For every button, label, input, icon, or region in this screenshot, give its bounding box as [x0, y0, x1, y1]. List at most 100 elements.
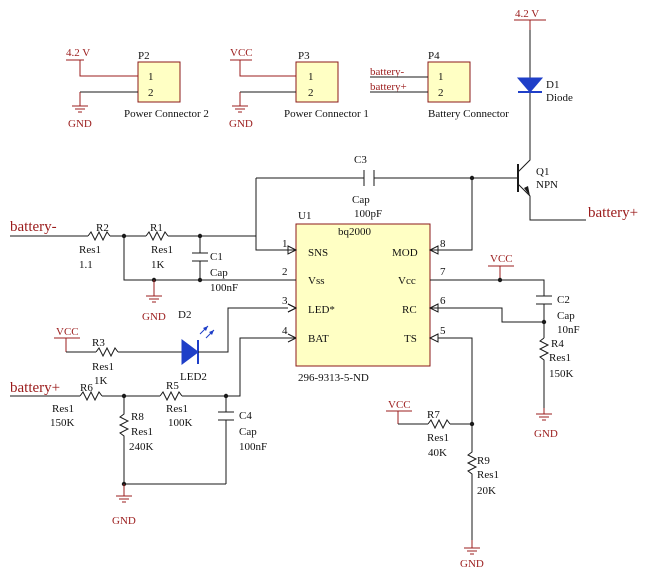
ic-pin-7-name: Vcc	[398, 275, 416, 287]
p2-power-net-label: 4.2 V	[66, 47, 90, 59]
c4-ref: C4	[239, 410, 252, 422]
c2-capacitor	[536, 295, 552, 322]
gnd-symbol	[116, 484, 132, 503]
connector-p3-name: Power Connector 1	[284, 108, 369, 120]
ic-pin-1-num: 1	[282, 238, 288, 250]
p3-gnd-symbol	[232, 92, 248, 113]
r2-ref: R2	[96, 222, 109, 234]
p3-power-wire	[230, 59, 296, 77]
d2-led-icon	[181, 339, 199, 365]
q1-collector-emitter	[517, 146, 586, 221]
c1-type: Cap	[210, 267, 228, 279]
vcc-rail-ts	[386, 410, 412, 424]
p3-power-net-label: VCC	[230, 47, 253, 59]
r7-zigzag	[427, 418, 451, 430]
c4-capacitor	[218, 396, 234, 484]
c2-type: Cap	[557, 310, 575, 322]
vcc-pin7-wire	[430, 279, 545, 296]
c1-capacitor	[192, 236, 208, 280]
r2-type: Res1	[79, 244, 101, 256]
gnd-label-r1: GND	[142, 311, 166, 323]
r4-zigzag	[538, 337, 550, 408]
r7-ref: R7	[427, 409, 440, 421]
d1-power-net-label: 4.2 V	[515, 8, 539, 20]
r2-zigzag	[87, 230, 111, 242]
capacitor-c3: C3 Cap 100pF	[255, 154, 518, 251]
r3-value: 1K	[94, 375, 108, 387]
d1-power-rail	[514, 19, 546, 30]
r6-value: 150K	[50, 417, 75, 429]
c3-to-sns-wire	[255, 178, 296, 251]
ic-pin-3-name: LED*	[308, 304, 335, 316]
connector-p2: P2 1 2 Power Connector 2 4.2 V GND	[66, 47, 209, 130]
junction-dot	[469, 175, 475, 181]
p3-gnd-label: GND	[229, 118, 253, 130]
r1-ref: R1	[150, 222, 163, 234]
r7-to-ts-wire	[438, 337, 473, 425]
r9-type: Res1	[477, 469, 499, 481]
connector-p4-pin1: 1	[438, 71, 444, 83]
ic-pin-4-name: BAT	[308, 333, 329, 345]
gnd-symbol	[536, 408, 552, 421]
q1-emitter-arrow-icon	[524, 186, 530, 196]
r3-zigzag	[95, 346, 119, 358]
d2-value: LED2	[180, 371, 207, 383]
net-battery-minus-label: battery-	[10, 219, 57, 235]
connector-p3-pin1: 1	[308, 71, 314, 83]
c1-ref: C1	[210, 251, 223, 263]
ic-pin-5-name: TS	[404, 333, 417, 345]
r8-type: Res1	[131, 426, 153, 438]
c3-plates	[363, 170, 375, 186]
bat-network: battery+ R6 Res1 150K R5 Res1 100K C4 Ca…	[10, 337, 296, 527]
r5-type: Res1	[166, 403, 188, 415]
p2-power-wire	[66, 59, 138, 77]
r9-value: 20K	[477, 485, 496, 497]
c1-value: 100nF	[210, 282, 238, 294]
c3-to-mod-wire	[430, 178, 473, 251]
gnd-label-r9: GND	[460, 558, 484, 570]
ic-u1-body	[295, 223, 431, 367]
vss-wire	[123, 236, 296, 281]
q1-net-battery-plus: battery+	[588, 205, 638, 221]
r4-value: 150K	[549, 368, 574, 380]
ts-network: VCC R7 Res1 40K R9 Res1 20K GND	[386, 337, 499, 570]
connector-p4-ref: P4	[428, 50, 440, 62]
ic-u1-part: 296-9313-5-ND	[298, 372, 369, 384]
r5-zigzag	[159, 390, 183, 402]
connector-p2-body	[137, 61, 181, 103]
connector-p3-ref: P3	[298, 50, 310, 62]
c2-value: 10nF	[557, 324, 580, 336]
ic-u1-ref: U1	[298, 210, 311, 222]
p2-gnd-symbol	[72, 92, 88, 113]
p4-net-battery-minus: battery-	[370, 66, 405, 78]
ic-pin-5-num: 5	[440, 325, 446, 337]
gnd-symbol	[146, 280, 162, 303]
r5-value: 100K	[168, 417, 193, 429]
connector-p4: P4 1 2 Battery Connector battery- batter…	[370, 50, 509, 120]
connector-p4-body	[427, 61, 471, 103]
c3-value: 100pF	[354, 208, 382, 220]
r6-ref: R6	[80, 382, 93, 394]
connector-p3-body	[295, 61, 339, 103]
junction-dot	[541, 319, 547, 325]
led-to-pin3-wire	[198, 307, 288, 353]
r3-type: Res1	[92, 361, 114, 373]
r8-value: 240K	[129, 441, 154, 453]
ic-pin-2-num: 2	[282, 266, 288, 278]
ic-input-arrow-icons	[287, 245, 298, 313]
gnd-symbol	[464, 540, 480, 555]
connector-p2-ref: P2	[138, 50, 150, 62]
r1-value: 1K	[151, 259, 165, 271]
ic-left-arrow-marks	[287, 303, 297, 343]
r9-zigzag	[466, 424, 478, 540]
p2-gnd-label: GND	[68, 118, 92, 130]
connector-p2-pin1: 1	[148, 71, 154, 83]
connector-p3-pin2: 2	[308, 87, 314, 99]
r8-zigzag	[118, 396, 226, 485]
ic-u1-value: bq2000	[338, 226, 372, 238]
c3-type: Cap	[352, 194, 370, 206]
r2-value: 1.1	[79, 259, 93, 271]
sense-network: battery- R2 Res1 1.1 R1 Res1 1K C1 Cap 1…	[10, 219, 296, 323]
